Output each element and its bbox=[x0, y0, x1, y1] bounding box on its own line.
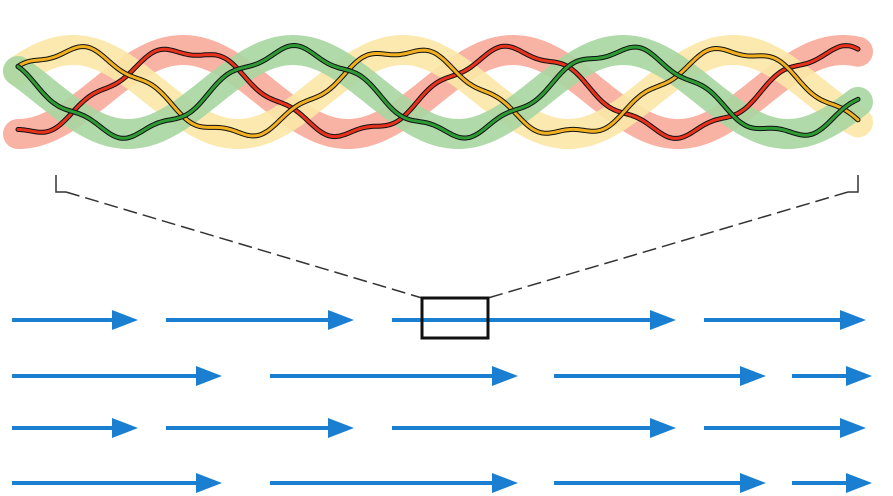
arrow-head bbox=[196, 366, 222, 386]
arrow bbox=[554, 366, 766, 386]
arrow-head bbox=[112, 418, 138, 438]
helix-strand-yellow bbox=[16, 45, 860, 138]
arrow-head bbox=[328, 418, 354, 438]
arrow bbox=[12, 310, 138, 330]
zoom-dashed-line-right bbox=[487, 191, 849, 299]
arrow bbox=[166, 418, 354, 438]
arrow-head bbox=[492, 473, 518, 493]
helix-band-red bbox=[3, 35, 873, 149]
arrow-head bbox=[650, 418, 676, 438]
zoom-callout bbox=[55, 175, 859, 340]
arrow-head bbox=[650, 310, 676, 330]
arrow bbox=[704, 310, 866, 330]
arrow bbox=[392, 310, 676, 330]
triple-helix bbox=[3, 35, 873, 149]
arrow-head bbox=[112, 310, 138, 330]
helix-strand-green bbox=[16, 43, 860, 140]
arrow bbox=[792, 366, 872, 386]
zoom-bracket-left bbox=[55, 175, 66, 193]
arrow bbox=[792, 473, 872, 493]
helix-band-yellow bbox=[3, 35, 873, 149]
arrow-head bbox=[840, 310, 866, 330]
arrow bbox=[270, 366, 518, 386]
arrow bbox=[12, 366, 222, 386]
arrow-head bbox=[740, 366, 766, 386]
arrow bbox=[554, 473, 766, 493]
arrow-head bbox=[846, 473, 872, 493]
arrow bbox=[270, 473, 518, 493]
arrow bbox=[704, 418, 866, 438]
helix-strand-red bbox=[16, 44, 860, 140]
arrow bbox=[12, 473, 222, 493]
arrow-head bbox=[492, 366, 518, 386]
zoom-selection-box bbox=[420, 296, 490, 340]
arrow-rows bbox=[12, 310, 872, 493]
arrow bbox=[12, 418, 138, 438]
arrow bbox=[166, 310, 354, 330]
zoom-dashed-line-left bbox=[65, 191, 423, 299]
arrow-head bbox=[740, 473, 766, 493]
zoom-bracket-right bbox=[848, 175, 859, 193]
arrow-head bbox=[196, 473, 222, 493]
arrow bbox=[392, 418, 676, 438]
arrow-head bbox=[846, 366, 872, 386]
arrow-head bbox=[840, 418, 866, 438]
arrow-head bbox=[328, 310, 354, 330]
